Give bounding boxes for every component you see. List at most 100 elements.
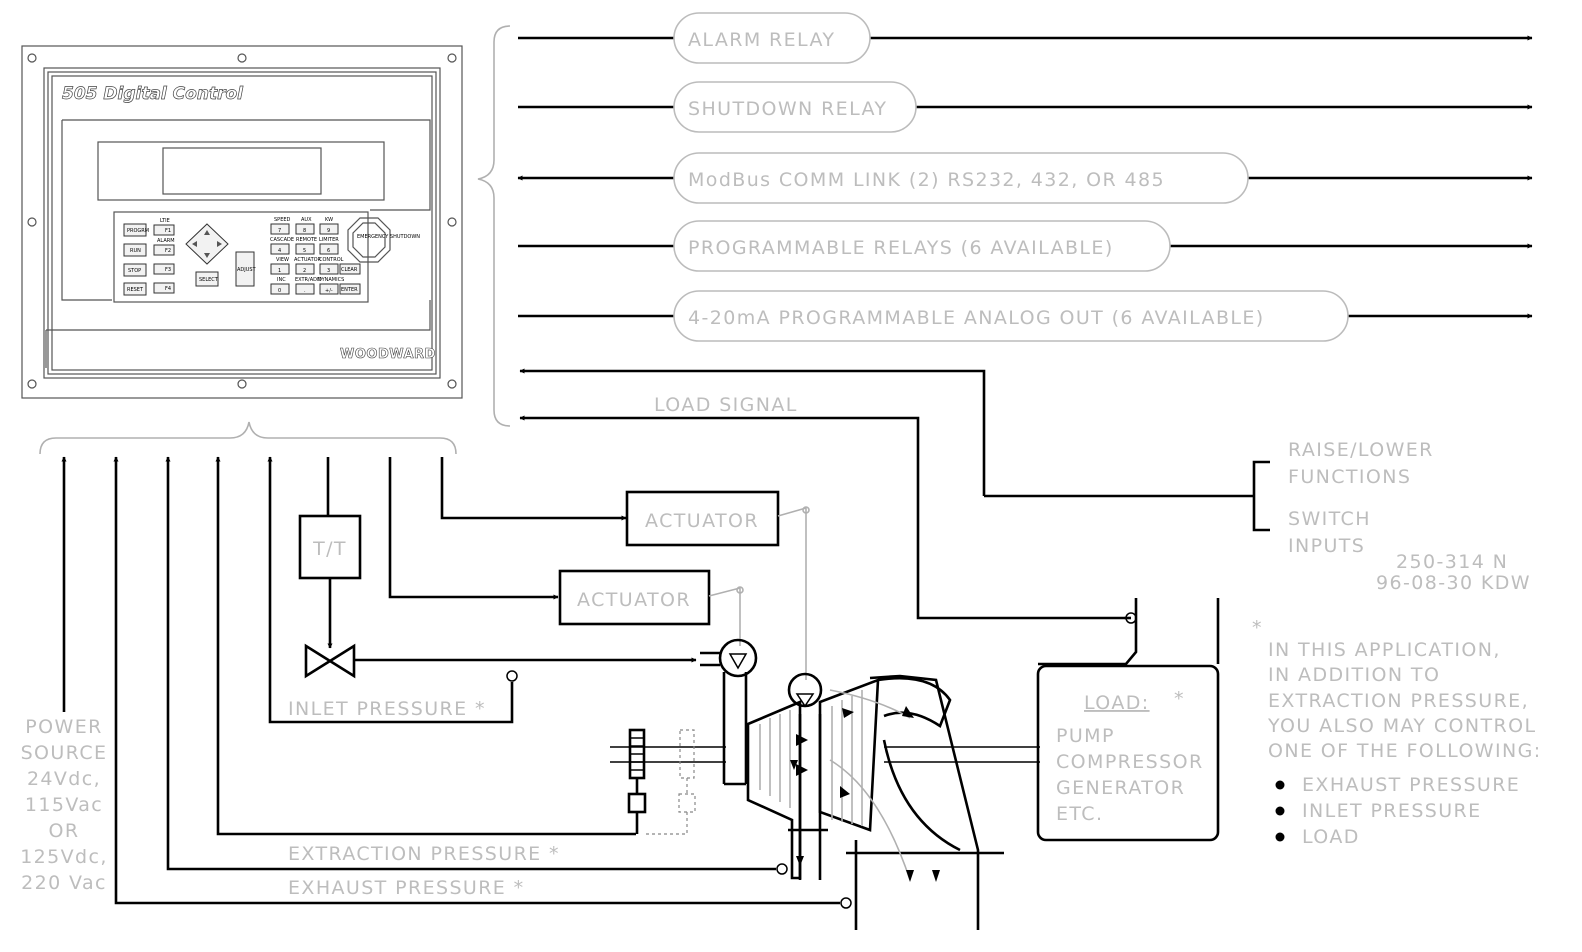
select-key[interactable] xyxy=(195,271,219,287)
f3-key[interactable] xyxy=(153,263,175,275)
f1-key[interactable] xyxy=(153,224,175,236)
alarm-relay-pill xyxy=(673,12,871,64)
enter-key[interactable] xyxy=(339,283,361,295)
power-l2: SOURCE xyxy=(21,742,108,764)
key-1[interactable] xyxy=(270,263,290,275)
brand-logo: WOODWARD xyxy=(340,347,436,362)
note-bullet-1: EXHAUST PRESSURE xyxy=(1302,774,1520,796)
valve-icon xyxy=(304,643,356,679)
analog-out-label: 4-20mA PROGRAMMABLE ANALOG OUT (6 AVAILA… xyxy=(688,307,1265,329)
switch-inputs-label-1: SWITCH xyxy=(1288,508,1371,530)
load-box-l3: GENERATOR xyxy=(1056,777,1185,799)
aux-label: AUX xyxy=(301,217,312,223)
clear-key[interactable] xyxy=(339,263,361,275)
load-box-star: * xyxy=(1174,688,1185,710)
reset-key-label: RESET xyxy=(127,287,144,293)
select-key-label: SELECT xyxy=(199,277,219,283)
actuator-lower: ACTUATOR xyxy=(558,569,744,646)
digit-8: 8 xyxy=(303,228,306,234)
extr-adm-label: EXTR/ADM xyxy=(295,277,321,283)
f2-key[interactable] xyxy=(153,244,175,256)
digit-7: 7 xyxy=(278,228,281,234)
power-l4: 115Vac xyxy=(25,794,103,816)
modbus-label: ModBus COMM LINK (2) RS232, 432, OR 485 xyxy=(688,169,1165,191)
panel-screw-icon xyxy=(27,53,457,389)
actuator-upper-label: ACTUATOR xyxy=(645,510,759,532)
note-l4: YOU ALSO MAY CONTROL xyxy=(1267,715,1536,737)
note-l3: EXTRACTION PRESSURE, xyxy=(1268,690,1529,712)
key-4[interactable] xyxy=(270,243,290,255)
f3-label: F3 xyxy=(165,267,171,273)
controller-panel: 505 Digital Control PROGRM RUN STOP RESE… xyxy=(21,45,463,399)
extraction-pressure-label: EXTRACTION PRESSURE * xyxy=(288,843,560,865)
digit-6: 6 xyxy=(327,248,330,254)
speed-label: SPEED xyxy=(274,217,291,223)
key-8[interactable] xyxy=(295,223,315,235)
alarm-relay-label: ALARM RELAY xyxy=(688,29,835,51)
bullet-icon xyxy=(1275,832,1285,842)
drawing-ref-2: 96-08-30 KDW xyxy=(1376,572,1531,594)
digit-1: 1 xyxy=(278,268,281,274)
note-l5: ONE OF THE FOLLOWING: xyxy=(1268,740,1542,762)
limiter-label: LIMITER xyxy=(319,237,339,243)
key-9[interactable] xyxy=(319,223,339,235)
key-6[interactable] xyxy=(319,243,339,255)
numeric-keypad: SPEED AUX KW CASCADE REMOTE LIMITER VIEW… xyxy=(270,217,361,295)
ltie-label: LTIE xyxy=(160,218,170,224)
remote-label: REMOTE xyxy=(296,237,317,243)
prog-relays-pill xyxy=(673,220,1171,272)
load-box-title: LOAD: xyxy=(1084,692,1150,714)
modbus-pill xyxy=(673,152,1249,204)
key-plus-minus[interactable] xyxy=(319,283,339,295)
key-7[interactable] xyxy=(270,223,290,235)
note-bullet-3: LOAD xyxy=(1302,826,1360,848)
analog-out-pill xyxy=(673,290,1349,342)
program-key[interactable] xyxy=(123,223,147,237)
view-label: VIEW xyxy=(276,257,289,263)
stop-key[interactable] xyxy=(123,263,147,277)
power-l3: 24Vdc, xyxy=(27,768,101,790)
output-signals: ALARM RELAY SHUTDOWN RELAY ModBus COMM L… xyxy=(517,12,1533,342)
key-0[interactable] xyxy=(270,283,290,295)
note-l2: IN ADDITION TO xyxy=(1268,664,1440,686)
tt-label: T/T xyxy=(312,538,347,560)
adjust-key[interactable] xyxy=(235,251,255,287)
key-5[interactable] xyxy=(295,243,315,255)
f1-label: F1 xyxy=(165,228,171,234)
cascade-label: CASCADE xyxy=(270,237,294,243)
actuator-lower-label: ACTUATOR xyxy=(577,589,691,611)
reset-key[interactable] xyxy=(123,282,147,296)
keys-left: PROGRM RUN STOP RESET xyxy=(123,223,149,296)
tt-transducer: T/T xyxy=(298,514,362,649)
arrow-pad-icon[interactable] xyxy=(185,223,229,265)
digit-3: 3 xyxy=(327,268,330,274)
note-bullet-2: INLET PRESSURE xyxy=(1302,800,1482,822)
raise-lower-label-2: FUNCTIONS xyxy=(1288,466,1411,488)
drawing-ref-1: 250-314 N xyxy=(1396,551,1508,573)
key-3[interactable] xyxy=(319,263,339,275)
note-star: * xyxy=(1252,617,1263,639)
load-signal-label: LOAD SIGNAL xyxy=(654,394,798,416)
actuator-upper: ACTUATOR xyxy=(625,490,810,680)
run-key[interactable] xyxy=(123,243,147,257)
key-dot[interactable] xyxy=(295,283,315,295)
emergency-label: EMERGENCY SHUTDOWN xyxy=(357,234,420,240)
f4-label: F4 xyxy=(165,286,171,292)
prog-relays-label: PROGRAMMABLE RELAYS (6 AVAILABLE) xyxy=(688,237,1114,259)
exhaust-pressure-label: EXHAUST PRESSURE * xyxy=(288,877,525,899)
f4-key[interactable] xyxy=(153,282,175,294)
key-2[interactable] xyxy=(295,263,315,275)
digit-2: 2 xyxy=(303,268,306,274)
shutdown-relay-pill xyxy=(673,81,917,133)
power-l7: 220 Vac xyxy=(21,872,107,894)
digit-5: 5 xyxy=(303,248,306,254)
input-arrows xyxy=(61,456,840,905)
load-box-l1: PUMP xyxy=(1056,725,1115,747)
control-label: CONTROL xyxy=(319,257,344,263)
emergency-shutdown-button[interactable]: EMERGENCY SHUTDOWN xyxy=(347,217,420,263)
digit-4: 4 xyxy=(278,248,281,254)
enter-label: ENTER xyxy=(341,287,358,293)
digit-9: 9 xyxy=(327,228,330,234)
adjust-key-label: ADJUST xyxy=(237,267,257,273)
